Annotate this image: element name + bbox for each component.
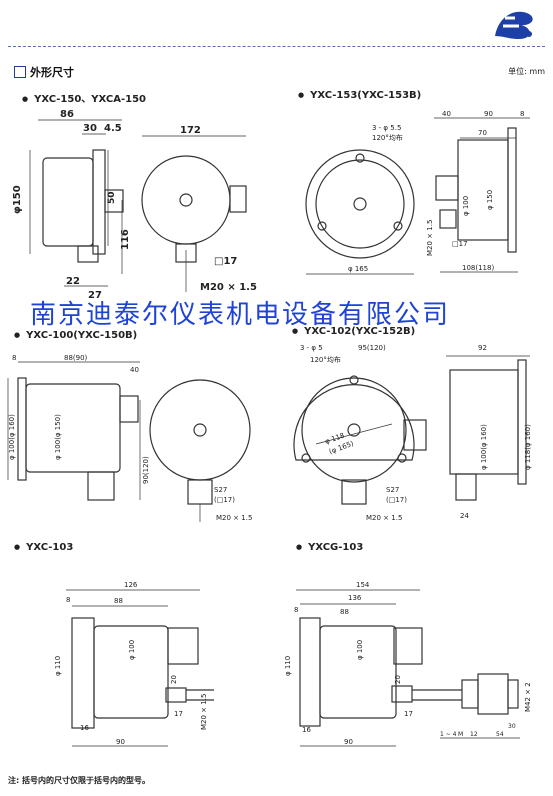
- dim-d110-6: φ 110: [284, 656, 292, 676]
- dim-s27: S27: [214, 486, 227, 494]
- dim-d100-5: φ 100: [128, 640, 136, 660]
- dim-108: 108(118): [462, 264, 494, 272]
- drawing-label-yxcg103: YXCG-103: [296, 542, 363, 553]
- dim-136: 136: [348, 594, 362, 602]
- dim-8-3: 8: [12, 354, 16, 362]
- dim-8-5: 8: [66, 596, 70, 604]
- dim-d150: φ 150: [486, 190, 494, 210]
- dim-40-3: 40: [130, 366, 139, 374]
- dim-24: 24: [460, 512, 469, 520]
- dim-27: 27: [88, 290, 102, 301]
- section-title: 外形尺寸: [30, 66, 74, 79]
- dim-thread2: M20 × 1.5: [426, 220, 434, 256]
- dim-8-6: 8: [294, 606, 298, 614]
- drawing-label-yxc153: YXC-153(YXC-153B): [298, 90, 421, 101]
- dim-sq-3: (□17): [214, 496, 235, 504]
- dim-d165: φ 165: [348, 265, 368, 273]
- dim-20: 20: [170, 675, 178, 684]
- dim-88: 88(90): [64, 354, 88, 362]
- dim-thread: M20 × 1.5: [200, 282, 257, 293]
- dim-45: 4.5: [104, 123, 122, 134]
- dim-86: 86: [60, 109, 74, 120]
- drawing-label-yxc100: YXC-100(YXC-150B): [14, 330, 137, 341]
- header-divider: [8, 46, 545, 47]
- dim-8: 8: [520, 110, 524, 118]
- dim-dout: φ 100(φ 160): [8, 414, 16, 460]
- dim-88-5: 88: [114, 597, 123, 605]
- dim-90-3: 90(120): [142, 456, 150, 484]
- dim-din-4: φ 118(φ 160): [524, 424, 532, 470]
- dim-30: 30: [83, 123, 97, 134]
- dim-holes-4: 3 - φ 5: [300, 344, 323, 352]
- dim-126: 126: [124, 581, 138, 589]
- dim-30: 30: [508, 723, 516, 730]
- dim-16-6: 16: [302, 726, 311, 734]
- dim-d110-5: φ 110: [54, 656, 62, 676]
- dim-40: 40: [442, 110, 451, 118]
- dim-sq-4: (□17): [386, 496, 407, 504]
- drawing-label-yxc102: YXC-102(YXC-152B): [292, 326, 415, 337]
- dim-thread3: M20 × 1.5: [216, 514, 252, 522]
- dim-116: 116: [120, 229, 131, 250]
- dim-70: 70: [478, 129, 487, 137]
- dim-90: 90: [484, 110, 493, 118]
- dim-92: 92: [478, 344, 487, 352]
- dim-16-5: 16: [80, 724, 89, 732]
- dim-thread5: M20 × 1.5: [200, 694, 208, 730]
- dim-172: 172: [180, 125, 201, 136]
- dim-m42: M42 × 2: [524, 682, 532, 712]
- dim-20-6: 20: [394, 675, 402, 684]
- dim-holes: 3 - φ 5.5: [372, 124, 401, 132]
- section-marker-icon: [14, 66, 26, 78]
- dim-d100: φ 100: [462, 196, 470, 216]
- unit-note: 单位: mm: [508, 67, 545, 76]
- dim-95: 95(120): [358, 344, 386, 352]
- dim-54: 54: [496, 731, 504, 738]
- dim-50: 50: [107, 191, 117, 204]
- dim-17-6: 17: [404, 710, 413, 718]
- watermark-text: 南京迪泰尔仪表机电设备有限公司: [30, 300, 451, 330]
- dim-din: φ 100(φ 150): [54, 414, 62, 460]
- dim-sq17-2: □17: [452, 240, 468, 248]
- dim-88-6: 88: [340, 608, 349, 616]
- dim-154: 154: [356, 581, 370, 589]
- dim-m: M: [458, 731, 463, 738]
- footnote: 注: 括号内的尺寸仅限于括号内的型号。: [8, 776, 150, 785]
- dim-d100-6: φ 100: [356, 640, 364, 660]
- dim-90-6: 90: [344, 738, 353, 746]
- dim-angle: 120°均布: [372, 133, 403, 142]
- dim-sq17: □17: [214, 256, 237, 267]
- brand-logo-icon: [495, 11, 533, 39]
- dim-17-5: 17: [174, 710, 183, 718]
- dim-dout-4: φ 100(φ 160): [480, 424, 488, 470]
- dim-s27-4: S27: [386, 486, 399, 494]
- dim-22: 22: [66, 276, 80, 287]
- dim-1-4: 1 ~ 4: [440, 731, 457, 738]
- drawing-label-yxc103: YXC-103: [14, 542, 73, 553]
- dim-d150: φ150: [12, 185, 23, 214]
- dim-angle-4: 120°均布: [310, 355, 341, 364]
- dim-12: 12: [470, 731, 478, 738]
- drawing-label-yxc150: YXC-150、YXCA-150: [22, 90, 146, 105]
- dim-90-5: 90: [116, 738, 125, 746]
- dim-thread4: M20 × 1.5: [366, 514, 402, 522]
